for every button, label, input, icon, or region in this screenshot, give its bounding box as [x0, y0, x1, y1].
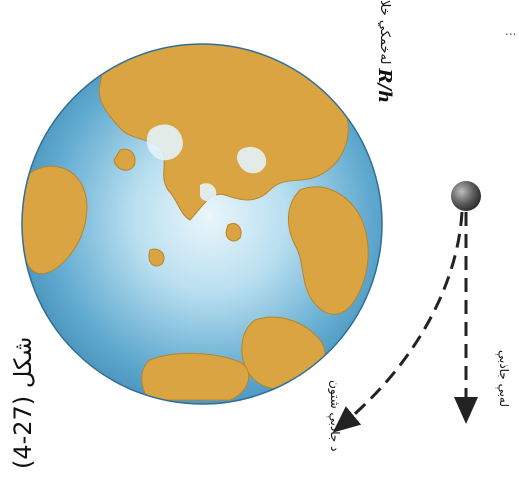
label-curved-path: د جاذبې شتون — [300, 380, 344, 492]
label-top-text: لەخمکي خلا — [377, 0, 392, 64]
label-vertical-path: لەبې جاذبې — [494, 350, 514, 462]
projectile-ball-icon — [451, 181, 481, 211]
top-right-mark: ... — [505, 24, 516, 38]
label-top-symbol: R/h — [374, 69, 395, 104]
figure-caption: (4-27) شکل — [3, 318, 43, 488]
label-top: لەخمکي خلا R/h — [354, 0, 392, 115]
earth-globe-icon — [15, 43, 382, 404]
